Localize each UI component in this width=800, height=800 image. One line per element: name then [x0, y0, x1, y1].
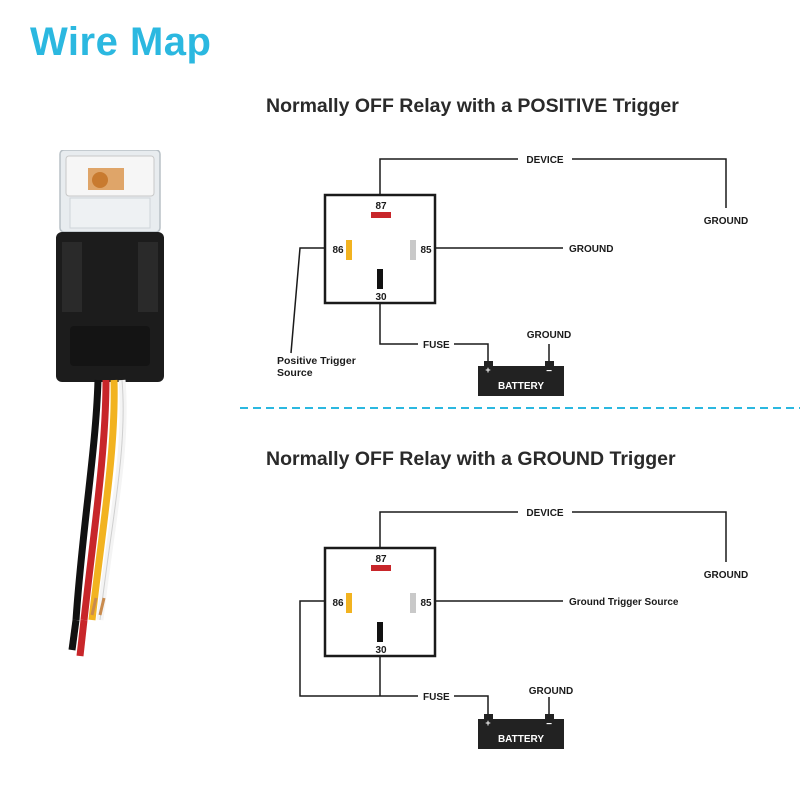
- battery-label: BATTERY: [498, 734, 544, 745]
- trigger-source-label-line1: Positive Trigger: [277, 355, 356, 367]
- battery-body: [478, 719, 564, 749]
- battery-ground-label: GROUND: [527, 330, 571, 341]
- battery-minus-sign: −: [546, 366, 552, 377]
- pin87-contact: [371, 565, 391, 571]
- trigger-source-label-line2: Source: [277, 367, 313, 379]
- diagram-title-ground: Normally OFF Relay with a GROUND Trigger: [266, 448, 676, 470]
- device-wire: [379, 511, 518, 548]
- device-ground-label: GROUND: [704, 570, 748, 581]
- pin86-label: 86: [332, 245, 344, 256]
- diagram-title-positive: Normally OFF Relay with a POSITIVE Trigg…: [266, 95, 679, 117]
- wiring-diagram-positive: 87 86 85 30 DEVICE GROUND GROUND Positiv…: [277, 155, 748, 396]
- pin86-wire: [290, 247, 325, 354]
- page-title: Wire Map: [30, 20, 212, 64]
- pin30-wire: [379, 303, 418, 345]
- device-label: DEVICE: [526, 508, 564, 519]
- battery-terminal-minus: [545, 361, 554, 367]
- pin85-label: 85: [420, 245, 432, 256]
- battery-body: [478, 366, 564, 396]
- wiring-diagram-ground: 87 86 85 30 DEVICE GROUND Ground Trigger…: [299, 508, 748, 749]
- pin30-contact: [377, 269, 383, 289]
- pin85-label: 85: [420, 598, 432, 609]
- pin86-contact: [346, 240, 352, 260]
- pin30-label: 30: [375, 292, 387, 303]
- device-label: DEVICE: [526, 155, 564, 166]
- pin87-contact: [371, 212, 391, 218]
- device-ground-label: GROUND: [704, 216, 748, 227]
- device-wire-right: [572, 158, 727, 208]
- yellow-wire: [88, 379, 118, 621]
- battery-plus-sign: +: [485, 718, 490, 728]
- pin30-contact: [377, 622, 383, 642]
- battery-ground-label: GROUND: [529, 686, 573, 697]
- pin85-target-label: GROUND: [569, 244, 613, 255]
- device-wire: [379, 158, 518, 195]
- battery-terminal-minus: [545, 714, 554, 720]
- pin30-label: 30: [375, 645, 387, 656]
- pin86-wire: [299, 600, 418, 697]
- pin85-contact: [410, 240, 416, 260]
- relay-product-image: [56, 150, 164, 657]
- fuse-label: FUSE: [423, 340, 450, 351]
- pin86-label: 86: [332, 598, 344, 609]
- pin85-contact: [410, 593, 416, 613]
- pin86-contact: [346, 593, 352, 613]
- pin87-label: 87: [375, 554, 387, 565]
- pin87-label: 87: [375, 201, 387, 212]
- section-divider: [240, 407, 800, 409]
- black-wire: [72, 379, 102, 621]
- fuse-to-battery-wire: [454, 343, 489, 364]
- battery-terminal-plus: [484, 361, 493, 367]
- battery-terminal-plus: [484, 714, 493, 720]
- fuse-label: FUSE: [423, 692, 450, 703]
- battery-minus-sign: −: [546, 719, 552, 730]
- red-wire: [80, 379, 110, 621]
- fuse-to-battery-wire: [454, 695, 489, 716]
- battery-plus-sign: +: [485, 365, 490, 375]
- device-wire-right: [572, 511, 727, 562]
- battery-label: BATTERY: [498, 381, 544, 392]
- pin85-target-label: Ground Trigger Source: [569, 597, 679, 608]
